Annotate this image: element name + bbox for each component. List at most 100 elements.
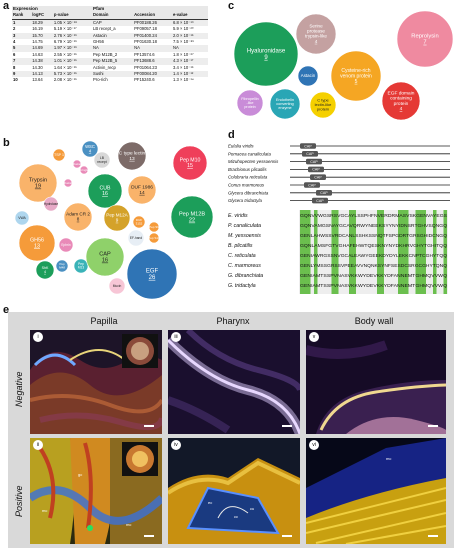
cap-domain-label: CAP: [312, 168, 320, 172]
bubble-circle: [132, 215, 146, 229]
bubble-label: Pep: [59, 262, 65, 266]
bubble-circle: [85, 237, 125, 277]
bubble-label: EF-hand: [130, 236, 142, 240]
bubble-circle: [14, 210, 30, 226]
table-cell: PF00188.26: [133, 19, 172, 27]
cap-domain-label: CAP: [304, 144, 312, 148]
conserved-column: [415, 210, 419, 294]
microscopy-figure: Papilla Pharynx Body wall Negative Posit…: [8, 312, 454, 548]
bubble: Pep S9: [148, 221, 160, 233]
table-cell: 10: [12, 77, 32, 84]
cap-domain-box: [302, 151, 318, 157]
species-name: Glycera dibranchiata: [228, 190, 269, 195]
bubble-label: DUF: [136, 218, 142, 222]
table-cell: 7.5 × 10⁻⁸⁶: [171, 39, 208, 46]
label-mc-2: mc: [126, 522, 132, 527]
bubble-circle: [87, 173, 123, 209]
bubble-value: 16: [102, 191, 108, 197]
table-cell: 16.19: [31, 26, 53, 33]
tile-label-ii: ii: [33, 440, 43, 450]
table-cell: 9: [12, 71, 32, 78]
conserved-column: [443, 210, 447, 294]
bubble: VWA: [14, 210, 30, 226]
bubble-circle: [63, 178, 73, 188]
bubble-circle: [330, 50, 382, 102]
table-cell: Activin_recp: [92, 64, 134, 72]
bubble-label: TSP 1: [54, 153, 64, 157]
bubble-label: trypsin-like: [305, 34, 327, 39]
tile-label-v: v: [309, 332, 319, 342]
cap-domain-box: [300, 143, 316, 149]
bubble-label: GH56: [30, 237, 44, 243]
bubble-label: EGF: [146, 268, 159, 274]
bubble-label: protein: [317, 106, 329, 111]
cap-domain-box: [308, 166, 324, 173]
table-cell: PF15240.6: [133, 77, 172, 84]
table-cell: 2.76 × 10⁻¹⁶: [52, 32, 93, 40]
table-cell: 14.30: [31, 64, 53, 72]
alignment-species: E. viridis: [228, 213, 248, 219]
bubble-label: CUB: [100, 186, 111, 192]
conserved-column: [419, 210, 423, 294]
bubble-circle: [236, 89, 264, 117]
alignment-species: M. yessoensis: [228, 233, 261, 239]
bubble-value: 19: [35, 184, 41, 190]
table-cell: 5.73 × 10⁻¹⁵: [52, 71, 93, 78]
table-cell: 1.97 × 10⁻¹⁶: [52, 45, 93, 52]
bubble-label: protease: [307, 29, 325, 34]
panel-letter-c: c: [228, 0, 235, 12]
bubble-value: 4: [400, 106, 403, 112]
table-cell: Astacin: [92, 32, 134, 40]
micrograph-body-wall-negative: v: [306, 330, 446, 434]
bubble-label: Ephrin: [61, 243, 70, 247]
table-cell: 3: [12, 32, 32, 40]
bubble-value: 15: [187, 163, 193, 169]
table-cell: 1.64 × 10⁻¹⁵: [52, 64, 93, 72]
bubble-label: lectin-like: [315, 102, 332, 107]
bubble-label: recept: [97, 160, 106, 164]
bubble-label: containing: [390, 96, 412, 102]
bubble-label: Kazal: [64, 181, 72, 185]
bubble-label: Reprolysin: [411, 33, 438, 39]
bubble-circle: [297, 65, 319, 87]
protein-family-bubble-chart: Hyaluronidase9Serineproteasetrypsin-like…: [233, 10, 454, 121]
bubble-value: 7: [423, 40, 426, 46]
bubble-value: 9: [264, 55, 268, 61]
table-cell: 7: [12, 58, 32, 65]
table-cell: CAP: [92, 19, 134, 27]
alignment-species: G. dibranchiata: [228, 273, 263, 279]
micrograph-pharynx-positive: iv cc ec cu: [168, 438, 300, 544]
bubble-label: venom protein: [340, 73, 372, 79]
group-header-expression: Expression: [12, 6, 93, 13]
table-cell: 2.0 × 10⁻¹⁵: [171, 32, 208, 40]
bubble-circle: [172, 145, 208, 181]
table-cell: PF01630.18: [133, 39, 172, 46]
bubble-value: 4: [89, 148, 92, 153]
table-cell: 5: [12, 45, 32, 52]
column-header: logFC: [31, 12, 53, 20]
micrograph-pharynx-negative: iii: [168, 330, 300, 434]
bubble-value: 4: [315, 39, 318, 44]
cap-domain-box: [304, 182, 320, 188]
column-header: Accession: [133, 12, 172, 20]
tile-label-i: i: [33, 332, 43, 342]
bubble-label: Pep M12B: [179, 211, 205, 217]
bubble-circle: [295, 13, 337, 55]
micrograph-papilla-negative: i: [30, 330, 162, 434]
